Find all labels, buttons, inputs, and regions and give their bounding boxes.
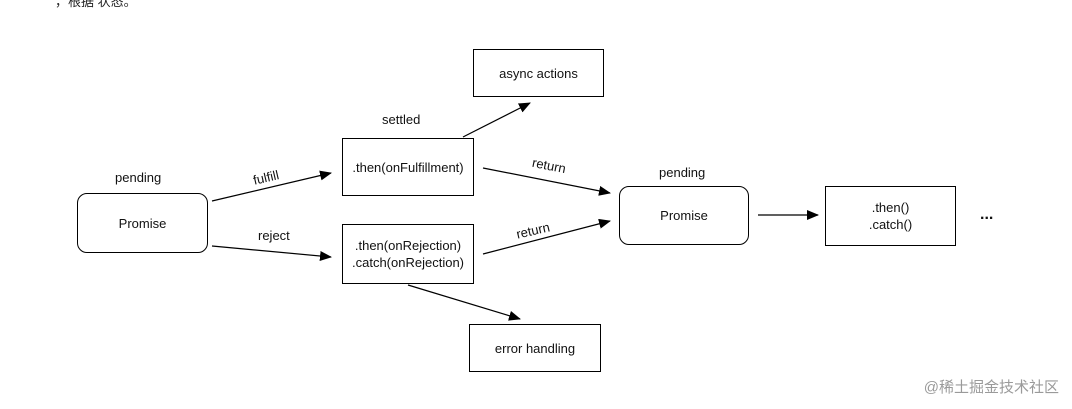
promise-start-node: Promise: [77, 193, 208, 253]
arrow-return-top: [482, 167, 611, 196]
edge-label-reject: reject: [258, 228, 290, 243]
header-text-fragment: ，根据 状态。: [55, 0, 137, 9]
then-fulfillment-label: .then(onFulfillment): [352, 159, 464, 175]
then-catch-node: .then() .catch(): [825, 186, 956, 246]
arrow-async-actions: [462, 102, 531, 138]
then-catch-line-1: .then(): [871, 200, 910, 215]
async-actions-label: async actions: [499, 65, 578, 81]
then-catch-line-2: .catch(): [868, 217, 913, 232]
promise-start-label: Promise: [118, 215, 167, 231]
state-label-pending-start: pending: [115, 170, 162, 185]
error-handling-node: error handling: [469, 324, 601, 372]
continuation-ellipsis: ...: [980, 206, 994, 223]
state-label-settled: settled: [382, 112, 421, 127]
state-label-pending-next: pending: [659, 165, 706, 180]
arrow-error-handling: [407, 284, 521, 321]
then-rejection-line-2: .catch(onRejection): [352, 255, 464, 270]
arrow-return-bottom: [482, 218, 611, 255]
then-fulfillment-node: .then(onFulfillment): [342, 138, 474, 196]
async-actions-node: async actions: [473, 49, 604, 97]
then-rejection-line-1: .then(onRejection): [354, 238, 462, 253]
arrow-fulfill: [211, 170, 332, 202]
then-rejection-node: .then(onRejection) .catch(onRejection): [342, 224, 474, 284]
arrow-reject: [211, 245, 332, 261]
watermark: @稀土掘金技术社区: [923, 379, 1059, 396]
promise-next-label: Promise: [660, 208, 708, 223]
promise-next-node: Promise: [619, 186, 749, 245]
error-handling-label: error handling: [494, 340, 576, 356]
